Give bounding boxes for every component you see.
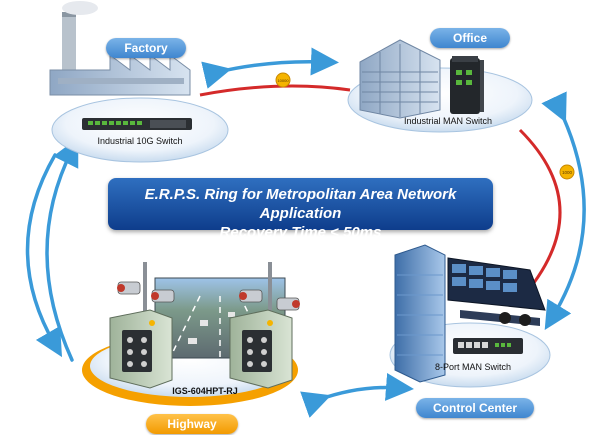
arrows-highway-control [300,372,414,418]
link-badge-right-text: 1000 [562,170,573,175]
office-device-label: Industrial MAN Switch [403,116,493,126]
control-center-site [389,244,551,388]
ring-link-factory-office [199,84,351,97]
diagram-title-box: E.R.P.S. Ring for Metropolitan Area Netw… [108,178,493,241]
arrows-factory-office [201,47,339,89]
arrows-left-ring [25,137,79,362]
arrows-right-ring [541,91,586,330]
factory-device-label: Industrial 10G Switch [97,136,183,146]
link-badge-top-text: 10000 [277,78,289,83]
diagram-title: E.R.P.S. Ring for Metropolitan Area Netw… [144,186,457,222]
factory-label: Factory [106,38,186,58]
highway-device-label: IGS-604HPT-RJ [172,386,238,396]
diagram-subtitle: Recovery Time < 50ms [219,224,382,241]
highway-site [82,262,300,406]
office-site [347,39,533,133]
control-center-device-label: 8-Port MAN Switch [434,362,512,372]
control-center-label: Control Center [416,398,534,418]
highway-label: Highway [146,414,238,434]
office-label: Office [430,28,510,48]
